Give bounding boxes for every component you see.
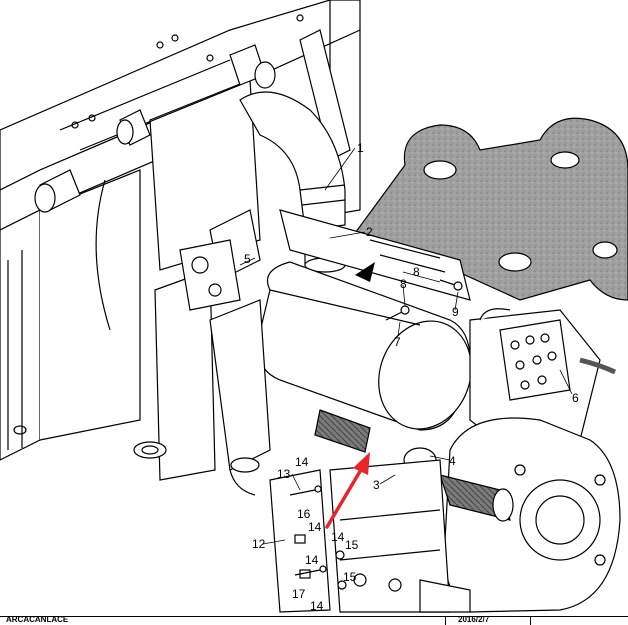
- callout-1: 1: [357, 141, 364, 155]
- callout-2: 2: [366, 225, 373, 239]
- title-block-divider: [530, 617, 531, 625]
- callout-14-e: 14: [310, 599, 324, 613]
- muffler-cylinder: [257, 261, 472, 431]
- callout-labels: 1 2 3 4 5 6 7 8 8 9 12 13 14 14 14 14 14…: [244, 141, 579, 613]
- callout-12: 12: [252, 537, 266, 551]
- callout-3: 3: [373, 478, 380, 492]
- highlight-arrow: [325, 452, 370, 529]
- leader-lines: [239, 147, 573, 545]
- bolts: [289, 279, 463, 590]
- lower-bracket: [269, 459, 471, 613]
- callout-8b: 8: [400, 277, 407, 291]
- callout-14-c: 14: [331, 530, 345, 544]
- callout-9: 9: [452, 305, 459, 319]
- callout-5: 5: [244, 252, 251, 266]
- title-block: ARCACANLACE 2016/2/7: [0, 616, 628, 625]
- radiator-frame: [0, 0, 361, 481]
- callout-13: 13: [277, 467, 291, 481]
- radiator-hose-stubs: [34, 44, 276, 213]
- callout-15-b: 15: [343, 570, 357, 584]
- direction-marker: [355, 262, 375, 282]
- callout-16: 16: [297, 507, 311, 521]
- document-date: 2016/2/7: [458, 616, 490, 624]
- callout-15-a: 15: [345, 538, 359, 552]
- flywheel-housing: [443, 417, 621, 613]
- callout-7: 7: [394, 335, 401, 349]
- callout-14-b: 14: [308, 520, 322, 534]
- document-code: ARCACANLACE: [6, 616, 69, 624]
- callout-4: 4: [449, 454, 456, 468]
- callout-8a: 8: [413, 265, 420, 279]
- title-block-divider: [445, 617, 446, 625]
- callout-14-d: 14: [305, 553, 319, 567]
- engine-left: [179, 239, 271, 496]
- callout-17: 17: [292, 587, 306, 601]
- callout-14-a: 14: [295, 455, 309, 469]
- callout-6: 6: [572, 391, 579, 405]
